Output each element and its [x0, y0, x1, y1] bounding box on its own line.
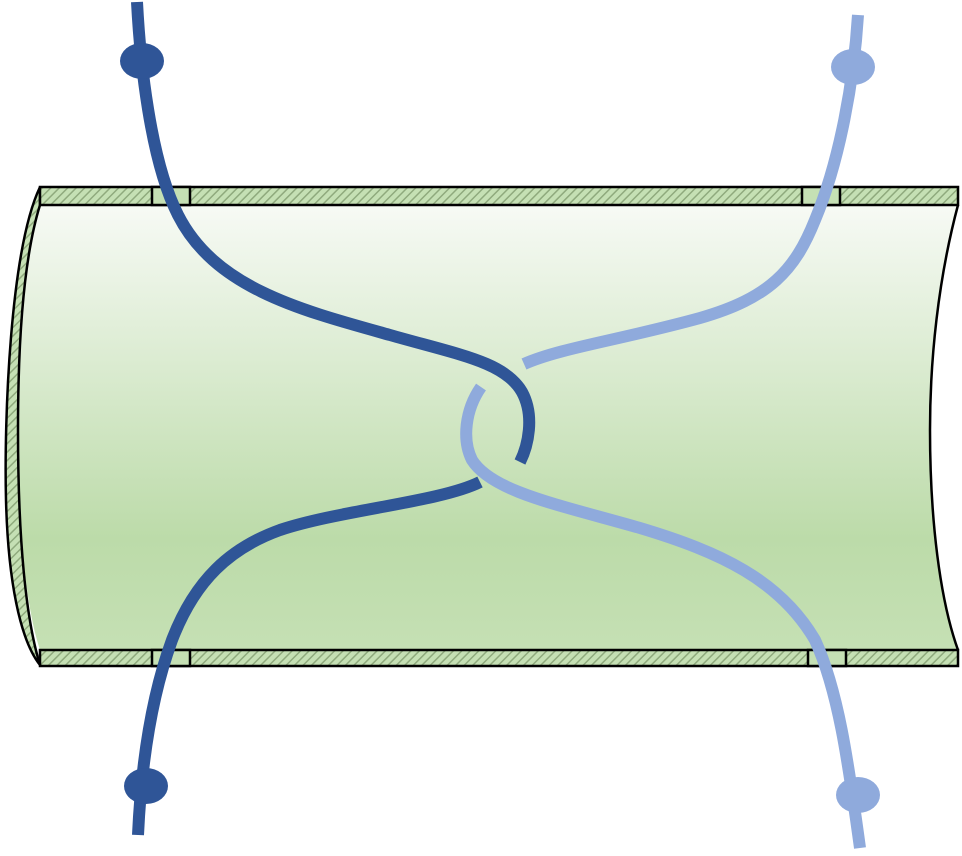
dark-endpoint-bottom-icon [124, 768, 168, 804]
dark-endpoint-top-icon [120, 43, 164, 79]
tube-top-wall [38, 185, 960, 207]
tube-bottom-wall [38, 648, 960, 668]
light-endpoint-bottom-icon [836, 777, 880, 813]
dark-strand-lower [132, 476, 483, 836]
tube-right-edge [928, 204, 960, 651]
dark-strand-upper [131, 1, 536, 465]
light-strand-upper [521, 14, 864, 370]
light-strand-lower [460, 383, 866, 849]
light-endpoint-top-icon [831, 49, 875, 85]
tube-body [17, 205, 958, 650]
